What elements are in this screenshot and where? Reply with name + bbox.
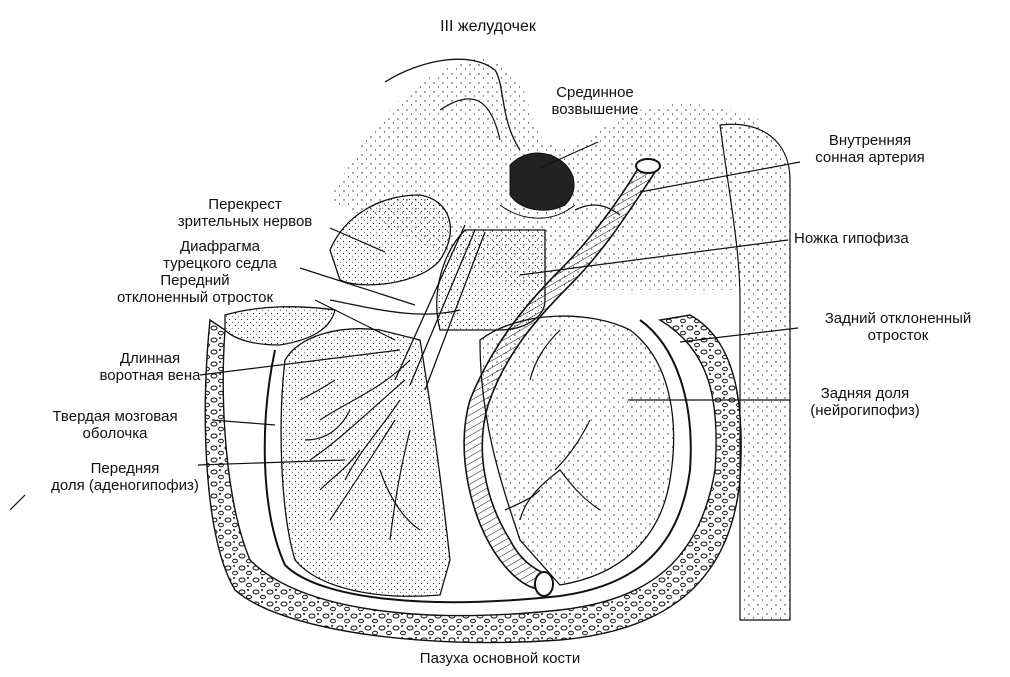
label-diaphragma-1: Диафрагма — [130, 238, 310, 255]
label-posterior-lobe: Задняя доля (нейрогипофиз) — [790, 385, 940, 419]
label-diaphragma: Диафрагма турецкого седла — [130, 238, 310, 272]
label-anterior-lobe-2: доля (аденогипофиз) — [20, 477, 230, 494]
label-sphenoid-sinus: Пазуха основной кости — [390, 650, 610, 667]
label-dura-2: оболочка — [20, 425, 210, 442]
label-dura-1: Твердая мозговая — [20, 408, 210, 425]
label-long-portal-vein-1: Длинная — [80, 350, 220, 367]
label-median-eminence-1: Срединное — [540, 84, 650, 101]
label-long-portal-vein-2: воротная вена — [80, 367, 220, 384]
label-posterior-clinoid: Задний отклоненный отросток — [798, 310, 998, 344]
label-optic-chiasm-2: зрительных нервов — [150, 213, 340, 230]
label-median-eminence: Срединное возвышение — [540, 84, 650, 118]
label-internal-carotid-2: сонная артерия — [800, 149, 940, 166]
label-internal-carotid: Внутренняя сонная артерия — [800, 132, 940, 166]
label-anterior-clinoid-1: Передний — [70, 272, 320, 289]
title-third-ventricle: III желудочек — [418, 18, 558, 35]
label-optic-chiasm-1: Перекрест — [150, 196, 340, 213]
label-long-portal-vein: Длинная воротная вена — [80, 350, 220, 384]
label-posterior-lobe-1: Задняя доля — [790, 385, 940, 402]
label-posterior-clinoid-1: Задний отклоненный — [798, 310, 998, 327]
label-dura: Твердая мозговая оболочка — [20, 408, 210, 442]
carotid-opening-bottom — [535, 572, 553, 596]
anterior-lobe — [281, 329, 450, 596]
label-median-eminence-2: возвышение — [540, 101, 650, 118]
label-posterior-clinoid-2: отросток — [798, 327, 998, 344]
carotid-opening-top — [636, 159, 660, 173]
label-anterior-lobe: Передняя доля (аденогипофиз) — [20, 460, 230, 494]
label-pituitary-stalk: Ножка гипофиза — [794, 230, 909, 247]
label-internal-carotid-1: Внутренняя — [800, 132, 940, 149]
label-optic-chiasm: Перекрест зрительных нервов — [150, 196, 340, 230]
label-posterior-lobe-2: (нейрогипофиз) — [790, 402, 940, 419]
label-diaphragma-2: турецкого седла — [130, 255, 310, 272]
label-anterior-lobe-1: Передняя — [20, 460, 230, 477]
label-anterior-clinoid: Передний отклоненный отросток — [70, 272, 320, 306]
label-anterior-clinoid-2: отклоненный отросток — [70, 289, 320, 306]
